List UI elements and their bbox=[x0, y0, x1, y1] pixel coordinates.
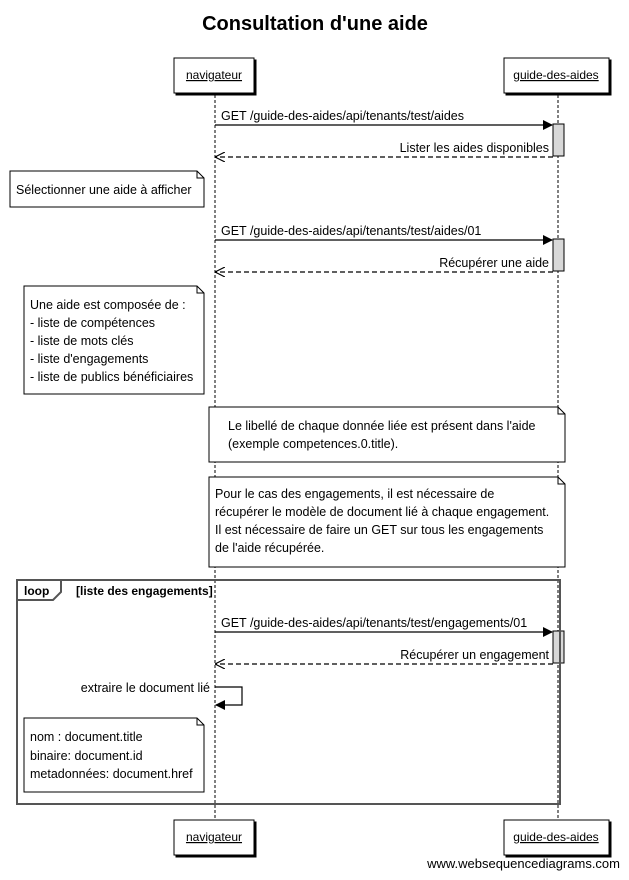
svg-text:GET /guide-des-aides/api/tenan: GET /guide-des-aides/api/tenants/test/ai… bbox=[221, 109, 464, 123]
svg-text:guide-des-aides: guide-des-aides bbox=[513, 830, 598, 844]
svg-text:Récupérer une aide: Récupérer une aide bbox=[439, 256, 549, 270]
return-lister-aides: Lister les aides disponibles bbox=[216, 141, 553, 157]
participant-navigateur-top: navigateur bbox=[173, 57, 255, 94]
svg-text:navigateur: navigateur bbox=[186, 830, 242, 844]
message-get-aide-01: GET /guide-des-aides/api/tenants/test/ai… bbox=[215, 224, 553, 245]
return-recuperer-aide: Récupérer une aide bbox=[216, 256, 553, 272]
svg-text:extraire le document lié: extraire le document lié bbox=[81, 681, 210, 695]
svg-text:de l'aide récupérée.: de l'aide récupérée. bbox=[215, 541, 324, 555]
participant-guide-des-aides-top: guide-des-aides bbox=[503, 57, 610, 94]
svg-text:Récupérer un engagement: Récupérer un engagement bbox=[400, 648, 549, 662]
svg-text:Il est nécessaire de faire un: Il est nécessaire de faire un GET sur to… bbox=[215, 523, 543, 537]
note-engagements: Pour le cas des engagements, il est néce… bbox=[208, 476, 566, 568]
svg-text:GET /guide-des-aides/api/tenan: GET /guide-des-aides/api/tenants/test/ai… bbox=[221, 224, 481, 238]
note-selectionner-aide: Sélectionner une aide à afficher bbox=[9, 170, 205, 208]
svg-text:navigateur: navigateur bbox=[186, 68, 242, 82]
loop-condition: [liste des engagements] bbox=[76, 584, 213, 598]
activation-bar bbox=[552, 630, 565, 664]
svg-text:binaire: document.id: binaire: document.id bbox=[30, 749, 143, 763]
svg-text:récupérer le modèle de documen: récupérer le modèle de document lié à ch… bbox=[215, 505, 549, 519]
svg-text:- liste de publics bénéficiair: - liste de publics bénéficiaires bbox=[30, 370, 193, 384]
svg-text:Pour le cas des engagements, i: Pour le cas des engagements, il est néce… bbox=[215, 487, 494, 501]
svg-text:guide-des-aides: guide-des-aides bbox=[513, 68, 598, 82]
participant-navigateur-bottom: navigateur bbox=[173, 819, 255, 856]
note-libelle: Le libellé de chaque donnée liée est pré… bbox=[208, 406, 566, 463]
svg-text:Une aide est composée de :: Une aide est composée de : bbox=[30, 298, 186, 312]
loop-frame: loop [liste des engagements] bbox=[16, 579, 561, 805]
note-composition-aide: Une aide est composée de : - liste de co… bbox=[23, 285, 205, 395]
message-get-engagement: GET /guide-des-aides/api/tenants/test/en… bbox=[215, 616, 553, 637]
svg-text:GET /guide-des-aides/api/tenan: GET /guide-des-aides/api/tenants/test/en… bbox=[221, 616, 527, 630]
participant-guide-des-aides-bottom: guide-des-aides bbox=[503, 819, 610, 856]
return-recuperer-engagement: Récupérer un engagement bbox=[216, 648, 553, 664]
svg-text:- liste de mots clés: - liste de mots clés bbox=[30, 334, 134, 348]
footer-watermark: www.websequencediagrams.com bbox=[426, 856, 620, 871]
svg-text:metadonnées: document.href: metadonnées: document.href bbox=[30, 767, 193, 781]
svg-text:Lister les aides disponibles: Lister les aides disponibles bbox=[400, 141, 549, 155]
svg-text:nom : document.title: nom : document.title bbox=[30, 730, 143, 744]
svg-text:Sélectionner une aide à affich: Sélectionner une aide à afficher bbox=[16, 183, 192, 197]
note-document-fields: nom : document.title binaire: document.i… bbox=[23, 717, 205, 793]
activation-bar bbox=[552, 123, 565, 157]
message-get-aides: GET /guide-des-aides/api/tenants/test/ai… bbox=[215, 109, 553, 130]
loop-keyword: loop bbox=[24, 584, 49, 598]
diagram-title: Consultation d'une aide bbox=[202, 13, 428, 35]
svg-text:- liste d'engagements: - liste d'engagements bbox=[30, 352, 148, 366]
svg-text:- liste de compétences: - liste de compétences bbox=[30, 316, 155, 330]
svg-text:Le libellé de chaque donnée li: Le libellé de chaque donnée liée est pré… bbox=[228, 419, 536, 433]
svg-text:(exemple competences.0.title).: (exemple competences.0.title). bbox=[228, 437, 398, 451]
self-message-extraire-document: extraire le document lié bbox=[81, 681, 243, 710]
activation-bar bbox=[552, 238, 565, 272]
